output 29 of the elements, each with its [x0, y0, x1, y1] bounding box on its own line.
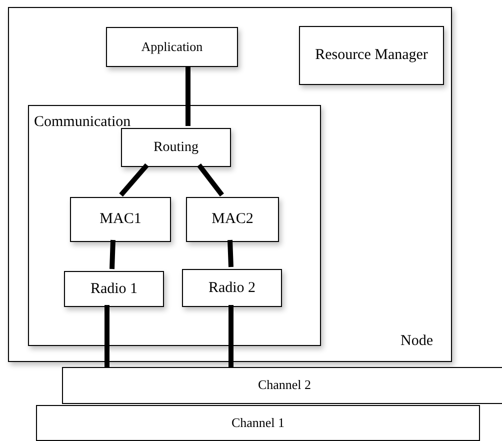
component-box [299, 26, 444, 85]
connector-line [228, 240, 234, 268]
connector-line [119, 163, 149, 197]
connector-line [228, 305, 234, 367]
connector-line [186, 66, 190, 126]
box-label: Resource Manager [315, 46, 428, 65]
box-label: Communication [34, 114, 131, 130]
box-label: Radio 1 [90, 280, 138, 298]
group-container [28, 105, 321, 346]
box-label: Application [141, 38, 203, 56]
connector-line [104, 305, 110, 367]
component-box [182, 269, 282, 307]
box-label: Routing [153, 138, 199, 156]
component-box [186, 197, 279, 242]
box-label: Channel 2 [258, 377, 312, 394]
component-box [106, 27, 238, 67]
component-box [70, 197, 171, 242]
node-container [8, 7, 452, 362]
component-box [121, 128, 231, 167]
connector-line [110, 240, 116, 270]
box-label: Radio 2 [208, 278, 256, 298]
connector-line [197, 163, 224, 197]
channel-bar [62, 367, 502, 404]
component-box [64, 271, 164, 307]
box-label: MAC1 [100, 210, 142, 229]
channel-bar [36, 405, 480, 441]
box-label: MAC2 [212, 210, 254, 229]
box-label: Channel 1 [231, 414, 285, 432]
box-label: Node [400, 333, 433, 349]
